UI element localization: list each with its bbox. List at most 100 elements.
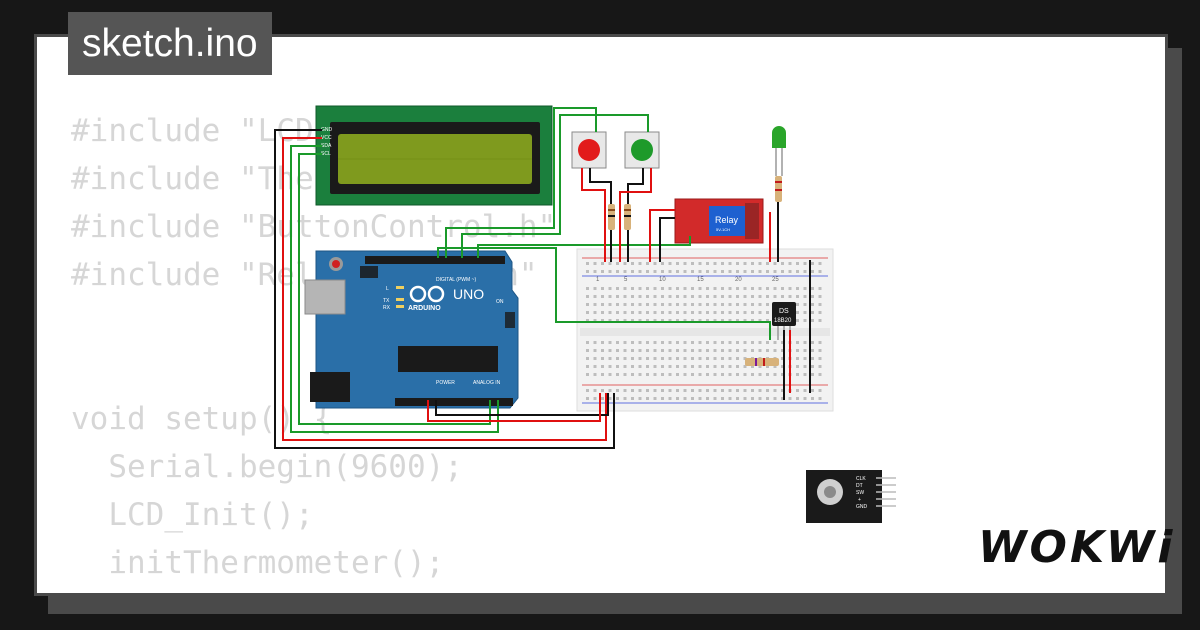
breadboard-hole (736, 341, 739, 344)
breadboard-hole (683, 349, 687, 352)
breadboard-hole (713, 270, 717, 273)
breadboard-hole (743, 365, 747, 368)
breadboard-hole (631, 341, 634, 344)
breadboard-hole (803, 287, 807, 290)
breadboard-hole (698, 319, 702, 322)
breadboard-hole (691, 373, 694, 376)
breadboard-hole (803, 270, 807, 273)
breadboard-hole (758, 389, 762, 392)
breadboard-hole (811, 270, 814, 273)
pull-down-resistors (608, 176, 782, 366)
breadboard-hole (796, 349, 799, 352)
breadboard-hole (818, 319, 822, 322)
breadboard-hole (608, 295, 612, 298)
breadboard-hole (668, 295, 672, 298)
breadboard-hole (773, 373, 777, 376)
breadboard-hole (818, 262, 822, 265)
breadboard-hole (706, 365, 709, 368)
breadboard-hole (728, 349, 732, 352)
breadboard-hole (728, 341, 732, 344)
breadboard-hole (706, 295, 709, 298)
breadboard-hole (586, 341, 589, 344)
breadboard-hole (766, 287, 769, 290)
arduino-board-label: UNO (453, 286, 484, 302)
arduino-digital-header: DIGITAL (PWM ~) (436, 277, 476, 283)
breadboard-hole (698, 262, 702, 265)
breadboard-hole (751, 262, 754, 265)
breadboard-hole (736, 357, 739, 360)
breadboard-hole (586, 295, 589, 298)
breadboard-hole (781, 262, 784, 265)
breadboard-hole (616, 262, 619, 265)
breadboard-hole (638, 341, 642, 344)
breadboard-hole (788, 262, 792, 265)
breadboard-hole (631, 365, 634, 368)
breadboard-hole (608, 319, 612, 322)
breadboard-hole (766, 262, 769, 265)
breadboard-hole (766, 365, 769, 368)
breadboard-hole (631, 303, 634, 306)
breadboard-hole (676, 365, 679, 368)
breadboard-hole (713, 365, 717, 368)
breadboard-hole (668, 262, 672, 265)
breadboard-hole (586, 365, 589, 368)
breadboard-hole (646, 341, 649, 344)
breadboard-hole (796, 365, 799, 368)
breadboard-hole (616, 270, 619, 273)
breadboard-hole (758, 373, 762, 376)
breadboard-hole (616, 319, 619, 322)
breadboard-hole (676, 319, 679, 322)
breadboard-hole (601, 389, 604, 392)
breadboard-hole (818, 373, 822, 376)
breadboard-hole (751, 295, 754, 298)
breadboard-hole (773, 397, 777, 400)
breadboard-hole (623, 262, 627, 265)
breadboard-hole (818, 287, 822, 290)
breadboard-hole (593, 287, 597, 290)
breadboard-hole (766, 397, 769, 400)
breadboard-hole (721, 357, 724, 360)
breadboard-hole (676, 311, 679, 314)
breadboard-hole (773, 287, 777, 290)
breadboard-hole (593, 270, 597, 273)
relay-module: Relay 5V-1CH (674, 198, 764, 244)
breadboard-hole (758, 349, 762, 352)
breadboard-hole (616, 389, 619, 392)
breadboard-hole (721, 365, 724, 368)
breadboard-hole (706, 262, 709, 265)
breadboard-hole (698, 287, 702, 290)
breadboard-hole (803, 295, 807, 298)
breadboard-hole (646, 349, 649, 352)
breadboard-hole (713, 389, 717, 392)
breadboard-hole (721, 303, 724, 306)
breadboard-hole (736, 311, 739, 314)
breadboard-hole (668, 319, 672, 322)
breadboard-hole (661, 319, 664, 322)
breadboard-hole (683, 295, 687, 298)
breadboard-hole (698, 341, 702, 344)
breadboard-hole (646, 287, 649, 290)
breadboard-hole (661, 287, 664, 290)
bb-col-number: 10 (659, 277, 666, 283)
breadboard-hole (773, 341, 777, 344)
breadboard-hole (623, 349, 627, 352)
breadboard-hole (608, 341, 612, 344)
breadboard-hole (668, 349, 672, 352)
breadboard-hole (796, 287, 799, 290)
breadboard-hole (586, 262, 589, 265)
breadboard-hole (706, 397, 709, 400)
breadboard-hole (661, 341, 664, 344)
breadboard-hole (623, 397, 627, 400)
breadboard-hole (706, 311, 709, 314)
breadboard-hole (698, 357, 702, 360)
breadboard-hole (608, 365, 612, 368)
lcd-pin-label: SCL (321, 151, 331, 157)
breadboard-hole (713, 319, 717, 322)
breadboard-hole (803, 311, 807, 314)
breadboard-hole (736, 262, 739, 265)
breadboard-hole (811, 389, 814, 392)
breadboard-hole (713, 397, 717, 400)
led-indicator (772, 126, 786, 176)
breadboard-hole (781, 365, 784, 368)
breadboard-hole (691, 295, 694, 298)
